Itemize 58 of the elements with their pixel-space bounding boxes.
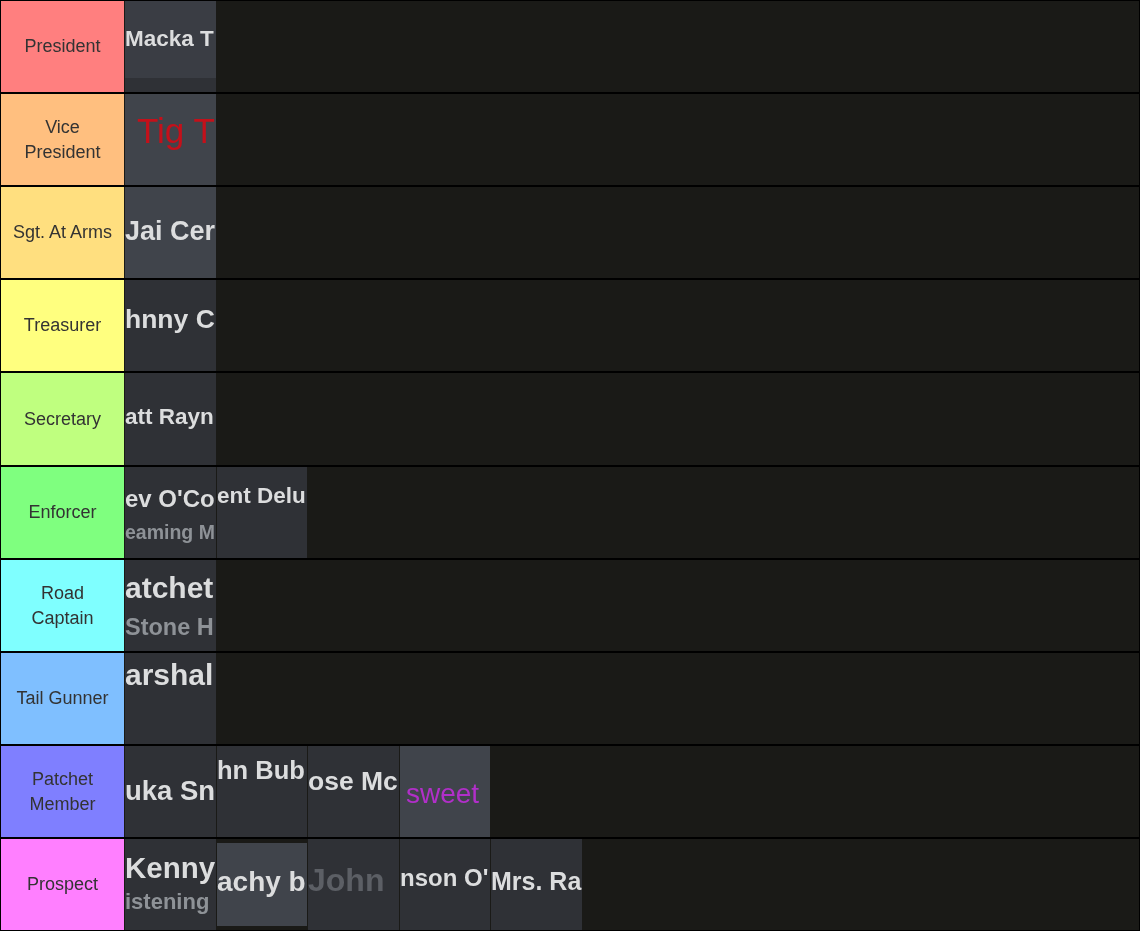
tier-label: [1, 560, 124, 651]
user-name: ent Delu: [217, 483, 306, 509]
user-name: Jai Cer: [125, 215, 216, 247]
tier-name: Patchet Member: [28, 767, 97, 816]
name-tile: [308, 746, 399, 837]
tier-name: Road Captain: [30, 581, 95, 630]
name-tile: [400, 746, 490, 837]
user-name: Macka T: [125, 26, 214, 52]
name-tile: [125, 746, 216, 837]
user-name: Tig T: [137, 111, 215, 152]
name-tile: [217, 467, 307, 558]
user-name: sweet: [406, 778, 480, 811]
user-name: arshal: [125, 657, 214, 692]
user-name: att Rayn: [125, 404, 214, 430]
status-text: Stone H: [125, 613, 214, 641]
name-tile: [125, 94, 216, 185]
user-name: ev O'Co: [125, 485, 215, 513]
name-tile: [125, 1, 216, 92]
name-tile: [125, 839, 216, 930]
user-name: hn Bub: [217, 755, 305, 785]
tier-label: [1, 94, 124, 185]
tier-label: [1, 280, 124, 371]
tier-label: [1, 839, 124, 930]
name-tile: [217, 746, 307, 837]
tier-label: [1, 746, 124, 837]
tier-name: Secretary: [24, 407, 101, 431]
name-tile: [125, 187, 216, 278]
user-name: ose Mc: [308, 766, 398, 797]
name-tile: [125, 280, 216, 371]
tier-name: Treasurer: [23, 314, 102, 337]
user-name: Kenny: [125, 851, 216, 885]
name-tile: [308, 839, 399, 930]
tier-label: [1, 653, 124, 744]
name-tile: [491, 839, 582, 930]
name-tile: [400, 839, 490, 930]
status-text: istening: [125, 888, 210, 914]
tier-name: Vice President: [23, 115, 102, 164]
name-tile: [217, 843, 307, 926]
tier-name: Enforcer: [28, 501, 97, 524]
user-name: achy b: [217, 866, 306, 899]
name-tile: [125, 560, 216, 651]
tier-label: [1, 1, 124, 92]
tier-label: [1, 187, 124, 278]
tier-label: [1, 467, 124, 558]
tier-name: Sgt. At Arms: [12, 221, 112, 244]
user-name: atchet: [125, 570, 214, 605]
tier-name: President: [24, 35, 101, 58]
tier-name: Tail Gunner: [16, 687, 109, 710]
user-name: Mrs. Ra: [491, 866, 582, 896]
user-name: nson O': [400, 864, 489, 892]
user-name: uka Sn: [125, 775, 216, 807]
tier-name: Prospect: [26, 873, 98, 896]
name-tile: [125, 653, 216, 744]
name-tile: [125, 467, 216, 558]
user-name: hnny C: [125, 304, 215, 335]
tier-label: [1, 373, 124, 465]
status-text: eaming M: [125, 521, 215, 544]
name-tile: [125, 373, 216, 465]
